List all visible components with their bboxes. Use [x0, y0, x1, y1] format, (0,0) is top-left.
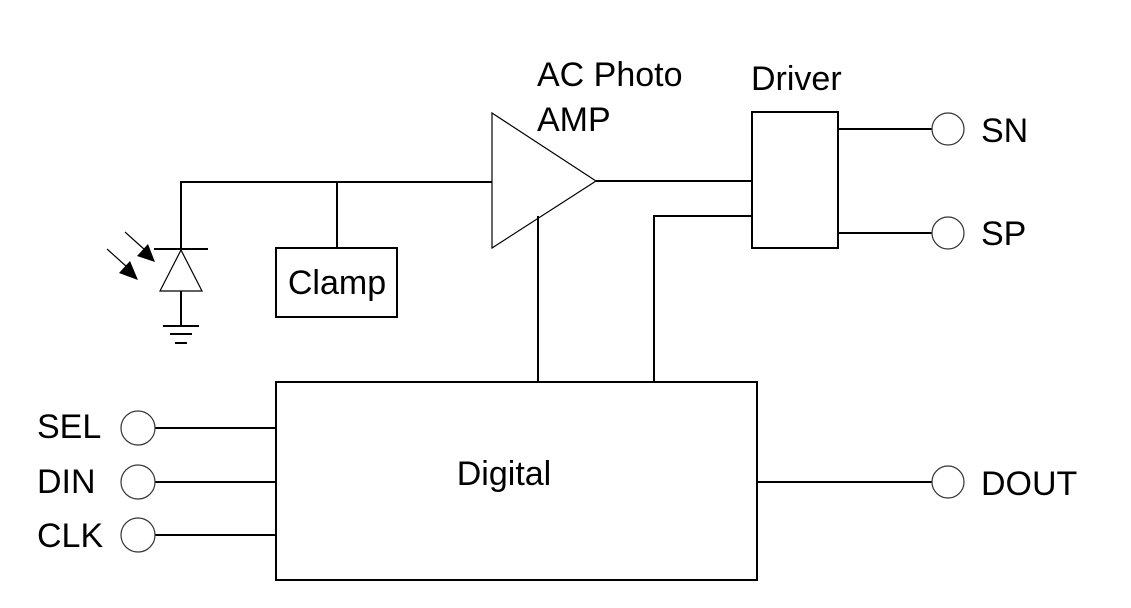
sn-pin[interactable]	[931, 112, 965, 146]
digital-to-driver-wire	[653, 215, 752, 382]
sp-pin[interactable]	[931, 216, 965, 250]
sel-label: SEL	[37, 408, 101, 446]
driver-label: Driver	[751, 60, 842, 98]
digital-label: Digital	[457, 455, 551, 493]
photodiode-to-amp-wire	[180, 181, 492, 248]
driver-block	[751, 111, 839, 249]
clamp-block: Clamp	[275, 247, 398, 318]
photodiode-icon	[106, 231, 208, 325]
dout-label: DOUT	[981, 465, 1077, 503]
amp-label-line2: AMP	[537, 101, 611, 139]
ground-icon	[163, 325, 199, 344]
amp-label-line1: AC Photo	[537, 56, 683, 94]
clamp-label: Clamp	[288, 264, 386, 302]
sel-pin[interactable]	[120, 410, 156, 446]
sn-label: SN	[981, 112, 1028, 150]
din-label: DIN	[37, 463, 96, 501]
din-pin[interactable]	[120, 464, 156, 500]
amplifier-triangle-icon	[491, 111, 598, 250]
dout-pin[interactable]	[931, 465, 965, 499]
digital-block: Digital	[275, 381, 758, 581]
clk-label: CLK	[37, 517, 103, 555]
clk-pin[interactable]	[120, 517, 156, 553]
sp-label: SP	[981, 215, 1026, 253]
